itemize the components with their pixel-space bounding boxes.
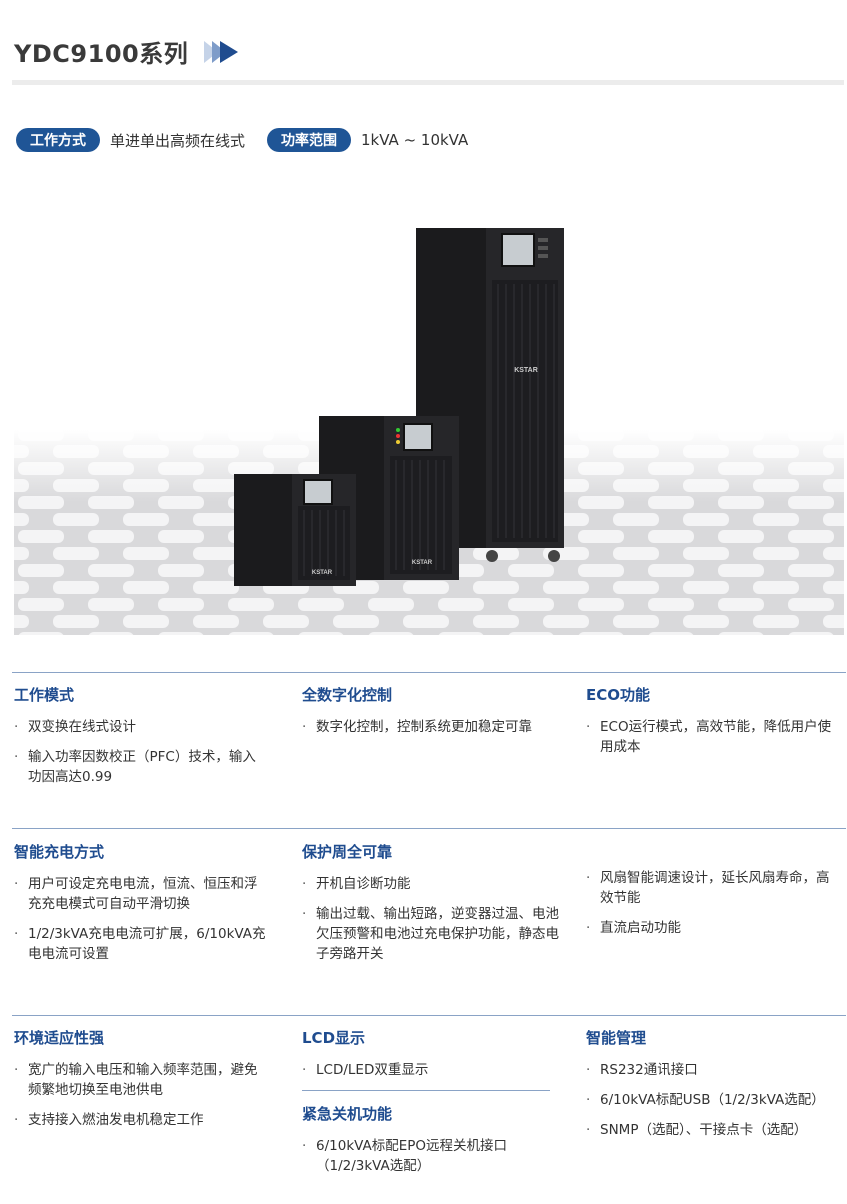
list-item: 支持接入燃油发电机稳定工作 [14,1110,269,1130]
section-digital: 全数字化控制 数字化控制，控制系统更加稳定可靠 [302,684,560,747]
list-item: 直流启动功能 [586,918,836,938]
section-title: 保护周全可靠 [302,843,393,861]
section-charging: 智能充电方式 用户可设定充电电流，恒流、恒压和浮充充电模式可自动平滑切换 1/2… [14,841,269,974]
power-value: 1kVA ~ 10kVA [361,131,469,149]
header: YDC9100系列 [14,34,239,69]
section-fan: 风扇智能调速设计，延长风扇寿命，高效节能 直流启动功能 [586,868,836,948]
page-title: YDC9100系列 [14,40,189,68]
list-item: 输出过载、输出短路，逆变器过温、电池欠压预警和电池过充电保护功能，静态电子旁路开… [302,904,560,964]
section-management: 智能管理 RS232通讯接口 6/10kVA标配USB（1/2/3kVA选配） … [586,1027,836,1150]
section-title: 环境适应性强 [14,1029,105,1047]
list-item: 双变换在线式设计 [14,717,269,737]
section-divider [12,828,846,829]
list-item: 宽广的输入电压和输入频率范围，避免频繁地切换至电池供电 [14,1060,269,1100]
section-title: 智能管理 [586,1029,647,1047]
list-item: 输入功率因数校正（PFC）技术，输入功因高达0.99 [14,747,269,787]
arrow-icon [204,40,239,63]
list-item: ECO运行模式，高效节能，降低用户使用成本 [586,717,836,757]
section-protection: 保护周全可靠 开机自诊断功能 输出过载、输出短路，逆变器过温、电池欠压预警和电池… [302,841,560,974]
section-title: ECO功能 [586,686,651,704]
section-environment: 环境适应性强 宽广的输入电压和输入频率范围，避免频繁地切换至电池供电 支持接入燃… [14,1027,269,1140]
list-item: SNMP（选配）、干接点卡（选配） [586,1120,836,1140]
section-eco: ECO功能 ECO运行模式，高效节能，降低用户使用成本 [586,684,836,767]
list-item: RS232通讯接口 [586,1060,836,1080]
section-divider [12,1015,846,1016]
list-item: 开机自诊断功能 [302,874,560,894]
header-divider [12,80,844,85]
list-item: 6/10kVA标配USB（1/2/3kVA选配） [586,1090,836,1110]
product-image: KSTAR KSTAR KSTAR [14,228,844,635]
section-title: 智能充电方式 [14,843,105,861]
brand-logo: KSTAR [312,570,333,576]
list-item: LCD/LED双重显示 [302,1060,560,1080]
list-item: 用户可设定充电电流，恒流、恒压和浮充充电模式可自动平滑切换 [14,874,269,914]
section-title: LCD显示 [302,1029,366,1047]
list-item: 风扇智能调速设计，延长风扇寿命，高效节能 [586,868,836,908]
power-label: 功率范围 [267,128,352,152]
section-divider [12,672,846,673]
mode-label: 工作方式 [16,128,100,152]
brand-logo: KSTAR [412,560,433,566]
spec-bar: 工作方式 单进单出高频在线式 功率范围 1kVA ~ 10kVA [16,128,490,152]
mode-value: 单进单出高频在线式 [110,131,246,150]
list-item: 6/10kVA标配EPO远程关机接口（1/2/3kVA选配） [302,1136,560,1176]
section-lcd: LCD显示 LCD/LED双重显示 紧急关机功能 6/10kVA标配EPO远程关… [302,1027,560,1186]
section-divider [302,1090,550,1091]
section-title: 全数字化控制 [302,686,393,704]
section-title: 紧急关机功能 [302,1105,393,1123]
section-title: 工作模式 [14,686,75,704]
list-item: 1/2/3kVA充电电流可扩展，6/10kVA充电电流可设置 [14,924,269,964]
section-work-mode: 工作模式 双变换在线式设计 输入功率因数校正（PFC）技术，输入功因高达0.99 [14,684,269,797]
brand-logo: KSTAR [514,367,538,374]
list-item: 数字化控制，控制系统更加稳定可靠 [302,717,560,737]
